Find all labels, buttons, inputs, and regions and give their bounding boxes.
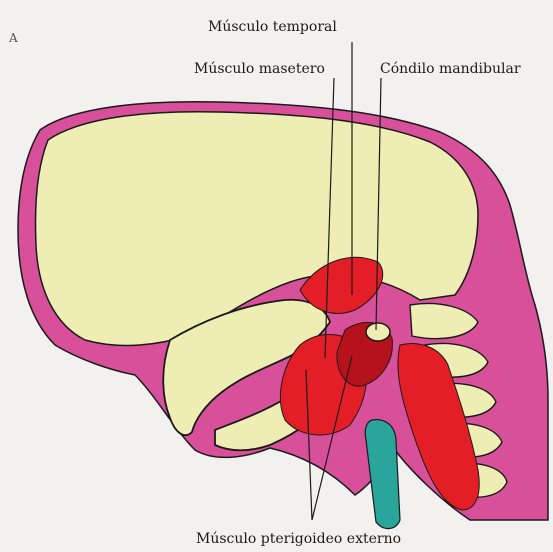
corner-mark: A [9, 32, 18, 44]
label-temporal-muscle: Músculo temporal [208, 20, 337, 34]
label-external-pterygoid: Músculo pterigoideo externo [196, 532, 401, 546]
mandibular-condyle [366, 323, 390, 341]
label-mandibular-condyle: Cóndilo mandibular [380, 62, 521, 76]
airway [365, 420, 400, 529]
label-masseter-muscle: Músculo masetero [194, 62, 325, 76]
